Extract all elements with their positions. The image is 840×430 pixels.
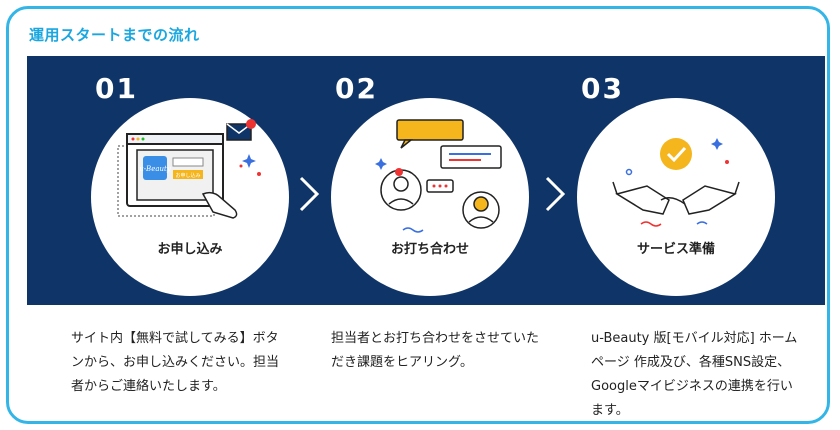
step-number-1: 01 xyxy=(95,72,138,105)
chevron-right-icon xyxy=(299,176,320,212)
step-label-1: お申し込み xyxy=(157,242,223,257)
section-title: 運用スタートまでの流れ xyxy=(29,26,200,44)
step-description-2: 担当者とお打ち合わせをさせていただき課題をヒアリング。 xyxy=(331,331,540,370)
signup-illustration: u-Beauty お申し込み xyxy=(117,119,261,219)
step-number-2: 02 xyxy=(335,72,378,105)
step-circle-3: サービス準備 xyxy=(577,98,775,296)
step-label-3: サービス準備 xyxy=(636,242,715,257)
flow-banner: 01 u-Beauty お申し込み xyxy=(27,56,825,305)
handshake-illustration xyxy=(612,138,740,227)
step-description-1: サイト内【無料で試してみる】ボタンから、お申し込みください。担当者からご連絡いた… xyxy=(71,331,280,394)
meeting-illustration xyxy=(375,119,502,233)
step-description-3: u-Beauty 版[モバイル対応] ホームページ 作成及び、各種SNS設定、G… xyxy=(591,331,798,418)
step-label-2: お打ち合わせ xyxy=(390,242,469,257)
step-circle-2: お打ち合わせ xyxy=(331,98,529,296)
step-number-3: 03 xyxy=(581,72,624,105)
logo-text: u-Beauty xyxy=(139,165,172,173)
chevron-right-icon xyxy=(545,176,566,212)
flow-card: 運用スタートまでの流れ 01 u-Beauty お申し込み xyxy=(6,6,830,424)
step-circle-1: u-Beauty お申し込み お申し込み xyxy=(91,98,289,296)
signup-mini-button: お申し込み xyxy=(175,172,200,179)
